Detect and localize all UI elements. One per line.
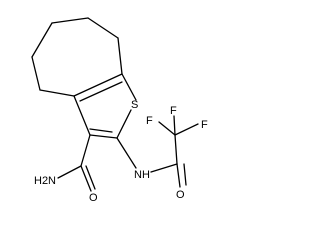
- bond: [173, 115, 176, 136]
- bond: [80, 165, 92, 192]
- bond: [57, 165, 82, 179]
- bond: [87, 17, 119, 39]
- bond: [79, 81, 123, 102]
- bond: [73, 73, 123, 97]
- amide-oxygen-label: O: [89, 192, 98, 204]
- fluorine-label: F: [201, 119, 208, 131]
- bond: [31, 56, 41, 91]
- bond: [117, 37, 123, 75]
- atom-labels: S H2N O NH O F F F: [34, 99, 208, 204]
- sulfur-atom-label: S: [131, 99, 138, 111]
- bond: [116, 137, 137, 169]
- bond: [89, 128, 113, 133]
- chemical-structure: S H2N O NH O F F F: [31, 17, 208, 204]
- bond: [85, 165, 96, 190]
- carbonyl-oxygen-label: O: [176, 189, 185, 201]
- bond: [73, 95, 91, 136]
- bond: [121, 73, 137, 101]
- amide-nitrogen-label: H2N: [34, 175, 56, 187]
- bond: [174, 123, 199, 136]
- bonds: [31, 17, 199, 192]
- bond: [80, 134, 91, 167]
- bond: [158, 121, 176, 136]
- bond: [116, 109, 132, 139]
- bond: [39, 89, 75, 97]
- fluorine-label: F: [146, 115, 153, 127]
- bond: [176, 163, 181, 188]
- bond: [174, 134, 178, 165]
- bond: [89, 134, 118, 139]
- nh-label: NH: [134, 169, 150, 181]
- bond: [51, 17, 89, 24]
- fluorine-label: F: [170, 105, 177, 117]
- bond: [183, 163, 187, 186]
- bond: [31, 22, 53, 58]
- bond: [150, 163, 178, 173]
